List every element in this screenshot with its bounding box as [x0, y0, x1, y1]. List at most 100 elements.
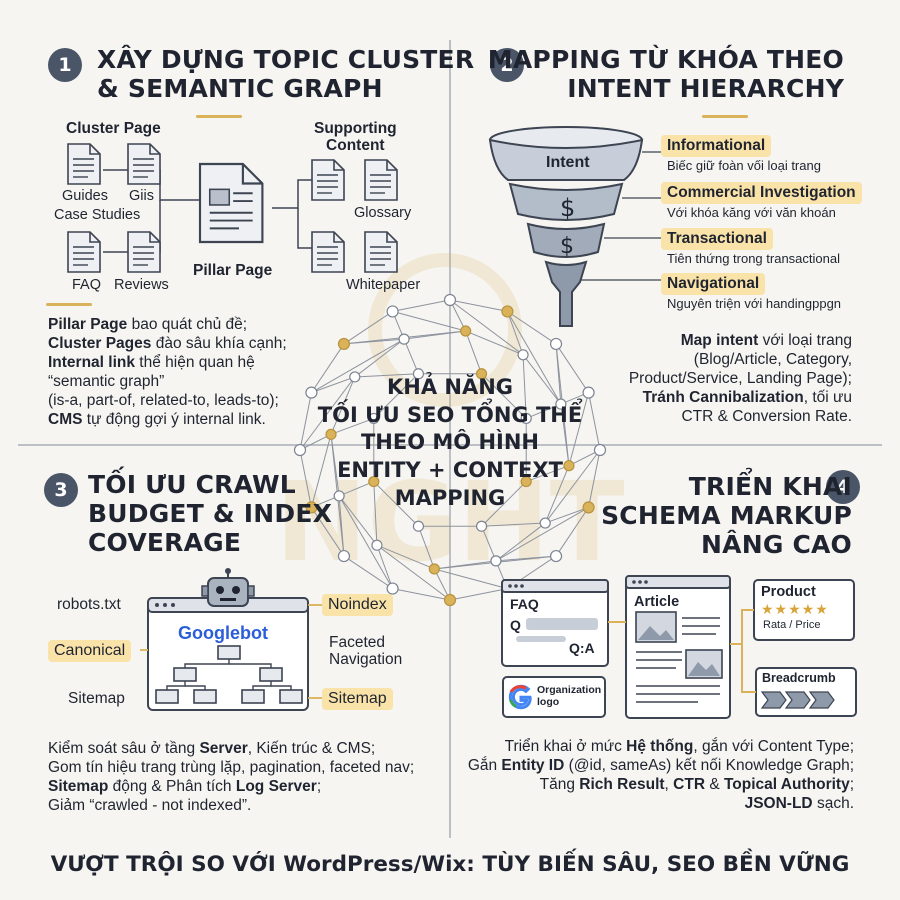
- network-node: [539, 517, 551, 529]
- body-line: Gom tín hiệu trang trùng lặp, pagination…: [48, 758, 415, 776]
- svg-text:NGHT: NGHT: [275, 458, 624, 586]
- body-line: Cluster Pages đào sâu khía cạnh;: [48, 334, 287, 352]
- whitepaper-doc-icon: [311, 231, 345, 273]
- network-node: [517, 349, 529, 361]
- network-node: [293, 443, 307, 457]
- network-node: [368, 412, 380, 425]
- section-2-title: MAPPING TỪ KHÓA THEO INTENT HIERARCHY: [487, 45, 844, 103]
- network-node: [305, 386, 318, 399]
- dollar-icon: $: [560, 194, 576, 222]
- label-whitepaper: Whitepaper: [346, 277, 421, 293]
- network-node: [549, 337, 563, 351]
- schema-product-label: Product: [761, 584, 816, 600]
- intent-navigational: Navigational: [661, 273, 766, 295]
- schema-qa-label: Q:A: [569, 640, 595, 656]
- cluster-page-heading: Cluster Page: [66, 120, 161, 137]
- label-sitemap-right: Sitemap: [322, 688, 393, 710]
- network-node: [412, 520, 425, 532]
- supporting-content-heading: Supporting Content: [314, 120, 397, 155]
- section-1-body: Pillar Page bao quát chủ đề;Cluster Page…: [48, 316, 338, 429]
- body-line: Tránh Cannibalization, tối ưu: [642, 388, 852, 406]
- schema-faq-label: FAQ: [510, 596, 539, 612]
- network-node: [368, 475, 380, 488]
- body-line: JSON-LD sạch.: [744, 794, 854, 812]
- body-line: (Blog/Article, Category,: [693, 350, 852, 368]
- label-faceted-navigation: Faceted Navigation: [329, 634, 403, 669]
- network-node: [398, 333, 410, 345]
- intent-informational-desc: Biếc giữ foàn vối loại trang: [667, 158, 821, 173]
- crawl-diagram: [140, 568, 322, 711]
- body-line: (is-a, part-of, related-to, leads-to);: [48, 391, 279, 409]
- google-g-icon: [508, 684, 532, 710]
- label-robots-txt: robots.txt: [57, 596, 121, 613]
- label-faq: FAQ: [72, 277, 102, 293]
- schema-article-label: Article: [634, 594, 680, 610]
- label-canonical: Canonical: [48, 640, 132, 662]
- organization-label: Organization logo: [537, 684, 602, 708]
- body-line: Product/Service, Landing Page);: [628, 369, 852, 387]
- section-2-body: Map intent với loại trang(Blog/Article, …: [562, 332, 852, 427]
- network-node: [520, 412, 532, 425]
- section-4-title: TRIỂN KHAI SCHEMA MARKUP NÂNG CAO: [601, 472, 852, 559]
- schema-q-label: Q: [510, 617, 521, 633]
- robot-icon: [201, 568, 255, 607]
- network-node: [460, 325, 472, 337]
- network-node: [443, 293, 457, 307]
- network-node: [490, 555, 502, 567]
- intent-commercial-desc: Với khóa kăng với văn khoán: [667, 205, 836, 220]
- network-node: [337, 337, 351, 351]
- body-line: Triển khai ở mức Hệ thống, gắn với Conte…: [504, 738, 854, 755]
- network-node: [305, 501, 318, 514]
- section-1-rule: [196, 115, 242, 118]
- network-node: [337, 549, 351, 563]
- network-node: [386, 305, 399, 318]
- body-line: Gắn Entity ID (@id, sameAs) kết nối Know…: [467, 756, 854, 774]
- schema-product-sub: Rata / Price: [763, 619, 821, 631]
- network-node: [593, 443, 607, 457]
- section-3-title: TỐI ƯU CRAWL BUDGET & INDEX COVERAGE: [88, 470, 333, 557]
- network-node: [443, 593, 457, 607]
- network-node: [325, 428, 337, 440]
- label-sitemap-left: Sitemap: [68, 690, 125, 707]
- section-2-rule: [702, 115, 748, 118]
- body-line: “semantic graph”: [48, 372, 165, 390]
- network-node: [412, 368, 425, 380]
- network-node: [563, 460, 575, 472]
- network-node: [475, 520, 488, 532]
- topic-cluster-diagram: [67, 143, 398, 273]
- glossary-doc-icon: [311, 159, 345, 201]
- network-node: [371, 539, 383, 551]
- giis-doc-icon: [127, 143, 161, 185]
- faq-doc-icon: [67, 231, 101, 273]
- schema-diagram: [501, 575, 857, 719]
- rating-stars-icon: ★★★★★: [761, 601, 829, 617]
- body-line: Pillar Page bao quát chủ đề;: [48, 316, 248, 333]
- label-guides: Guides: [62, 188, 108, 204]
- body-line: Map intent với loại trang: [680, 332, 852, 349]
- reviews-doc-icon: [127, 231, 161, 273]
- section-2-number: 2: [490, 48, 524, 82]
- funnel-intent-label: Intent: [546, 154, 590, 171]
- glossary-doc-icon-2: [364, 159, 398, 201]
- footer-headline: VƯỢT TRỘI SO VỚI WordPress/Wix: TÙY BIẾN…: [50, 852, 850, 877]
- body-line: Kiểm soát sâu ở tầng Server, Kiến trúc &…: [48, 740, 376, 757]
- center-headline: KHẢ NĂNG TỐI ƯU SEO TỔNG THỂ THEO MÔ HÌN…: [317, 375, 583, 510]
- intent-informational: Informational: [661, 135, 772, 157]
- network-node: [333, 490, 345, 502]
- dollar-icon: $: [560, 234, 574, 259]
- body-line: Internal link thể hiện quan hệ: [48, 353, 255, 371]
- googlebot-logo: Googlebot: [178, 623, 268, 643]
- label-noindex: Noindex: [322, 594, 393, 616]
- network-node: [349, 371, 361, 383]
- label-glossary: Glossary: [354, 205, 412, 221]
- network-node: [501, 305, 514, 318]
- body-line: Tăng Rich Result, CTR & Topical Authorit…: [539, 775, 854, 793]
- body-line: CMS tự động gợi ý internal link.: [48, 410, 266, 428]
- network-node: [582, 386, 595, 399]
- section-4-number: 4: [826, 470, 860, 504]
- section-3-number: 3: [44, 473, 78, 507]
- network-node: [549, 549, 563, 563]
- intent-transactional: Transactional: [661, 228, 773, 250]
- pillar-page-icon: [198, 162, 264, 244]
